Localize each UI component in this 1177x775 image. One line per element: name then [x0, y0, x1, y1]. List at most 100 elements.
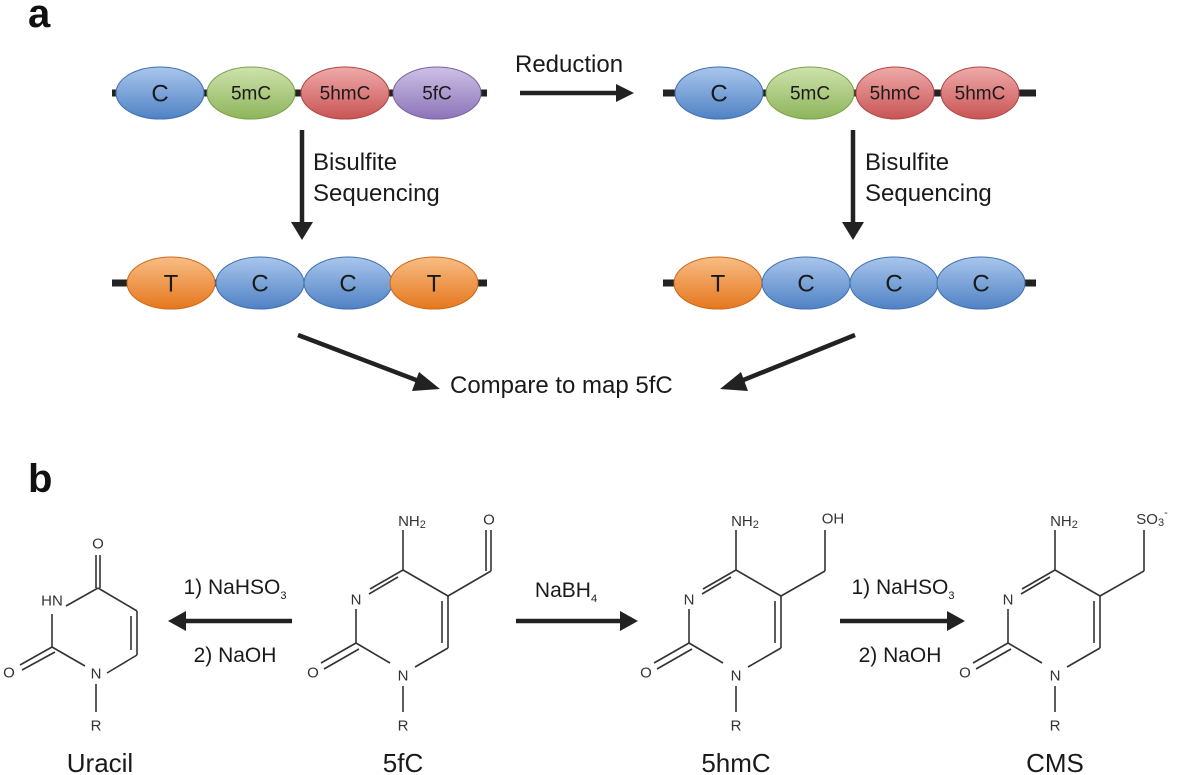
base-ellipse [126, 256, 216, 310]
reaction-arrow-to-cms: 1) NaHSO3 2) NaOH [840, 576, 965, 667]
arrow-head-icon [291, 222, 313, 240]
uracil-hn: HN [41, 593, 63, 610]
hmc-n1: N [731, 668, 742, 685]
bisulfite-right-line2: Sequencing [865, 180, 992, 207]
bisulfite-arrow-left: Bisulfite Sequencing [291, 130, 440, 240]
base-ellipse [855, 66, 935, 120]
base-label: T [164, 271, 179, 298]
base-label: T [427, 271, 442, 298]
reaction-arrow-to-uracil: 1) NaHSO3 2) NaOH [168, 576, 292, 667]
base-label: C [885, 271, 902, 298]
arrow-head-icon [616, 84, 634, 102]
compare-label: Compare to map 5fC [450, 372, 673, 399]
hmc-n3: N [684, 592, 695, 609]
base-label: C [151, 81, 168, 108]
hmc-r: R [731, 718, 742, 735]
bisulfite-arrow-right: Bisulfite Sequencing [842, 130, 992, 240]
fc-n1: N [398, 668, 409, 685]
base-label: C [710, 81, 727, 108]
base-label: 5hmC [870, 84, 921, 105]
base-label: 5mC [790, 84, 830, 105]
reduction-arrow: Reduction [515, 51, 634, 102]
base-node-5fc: 5fC [392, 66, 482, 120]
base-ellipse [389, 256, 479, 310]
to-5hmc-reagent: NaBH4 [535, 579, 597, 605]
base-label: 5fC [422, 84, 452, 105]
strand-top-left: C 5mC 5hmC 5fC [112, 66, 487, 120]
to-cms-step1: 1) NaHSO3 [852, 576, 955, 602]
uracil-name: Uracil [67, 748, 133, 775]
base-node-5mc: 5mC [765, 66, 855, 120]
molecule-5hmc: NH2 OH N N O R 5hmC [640, 511, 844, 775]
uracil-carbonyl-o: O [3, 665, 15, 682]
base-ellipse [206, 66, 296, 120]
base-ellipse [765, 66, 855, 120]
base-node-c: C [215, 256, 305, 310]
to-uracil-step1: 1) NaHSO3 [184, 576, 287, 602]
bisulfite-left-line2: Sequencing [313, 180, 440, 207]
hmc-name: 5hmC [701, 748, 770, 775]
fc-carbonyl-o: O [307, 665, 319, 682]
base-label: T [711, 271, 726, 298]
uracil-r: R [91, 718, 102, 735]
hmc-nh2: NH2 [731, 513, 759, 532]
reduction-label: Reduction [515, 51, 623, 78]
to-cms-step2: 2) NaOH [859, 644, 942, 667]
panel-label-a: a [28, 0, 51, 36]
base-label: C [797, 271, 814, 298]
arrow-head-icon [720, 372, 748, 391]
compare-arrow-left-line [297, 332, 425, 386]
base-node-t: T [673, 256, 763, 310]
molecule-5fc: NH2 O N N O R 5fC [307, 512, 495, 775]
base-label: C [339, 271, 356, 298]
hmc-oh: OH [822, 511, 845, 528]
fc-r: R [398, 718, 409, 735]
molecule-cms: NH2 SO3- N N O R CMS [959, 507, 1168, 775]
cms-name: CMS [1026, 748, 1084, 775]
to-uracil-step2: 2) NaOH [194, 644, 277, 667]
base-node-c: C [936, 256, 1026, 310]
base-label: 5hmC [955, 84, 1006, 105]
fc-aldehyde-o: O [483, 512, 495, 529]
base-node-c: C [303, 256, 393, 310]
base-label: C [251, 271, 268, 298]
hmc-carbonyl-o: O [640, 665, 652, 682]
base-node-c: C [674, 66, 764, 120]
cms-so3: SO3- [1136, 507, 1168, 529]
base-node-5mc: 5mC [206, 66, 296, 120]
uracil-top-o: O [92, 536, 104, 553]
arrow-head-icon [620, 611, 638, 631]
arrow-head-icon [947, 611, 965, 631]
cms-carbonyl-o: O [959, 665, 971, 682]
arrow-head-icon [168, 611, 186, 631]
base-ellipse [936, 256, 1026, 310]
base-label: C [972, 271, 989, 298]
base-node-5hmc: 5hmC [855, 66, 935, 120]
compare-arrow-right-line [735, 332, 856, 386]
base-node-t: T [126, 256, 216, 310]
uracil-n1: N [91, 666, 102, 683]
fc-n3: N [351, 592, 362, 609]
cms-n3: N [1003, 592, 1014, 609]
base-node-c: C [115, 66, 205, 120]
fc-name: 5fC [383, 748, 423, 775]
fc-nh2: NH2 [398, 513, 426, 532]
base-node-5hmc: 5hmC [940, 66, 1020, 120]
strand-top-right: C 5mC 5hmC 5hmC [663, 66, 1036, 120]
compare-arrows: Compare to map 5fC [297, 332, 856, 399]
bisulfite-left-line1: Bisulfite [313, 149, 397, 176]
base-node-c: C [849, 256, 939, 310]
cms-n1: N [1050, 668, 1061, 685]
reaction-arrow-to-5hmc: NaBH4 [516, 579, 638, 631]
base-label: 5mC [231, 84, 271, 105]
cms-nh2: NH2 [1050, 513, 1078, 532]
base-ellipse [940, 66, 1020, 120]
base-node-t: T [389, 256, 479, 310]
base-node-c: C [761, 256, 851, 310]
base-label: 5hmC [320, 84, 371, 105]
panel-label-b: b [28, 457, 52, 501]
base-ellipse [115, 66, 205, 120]
